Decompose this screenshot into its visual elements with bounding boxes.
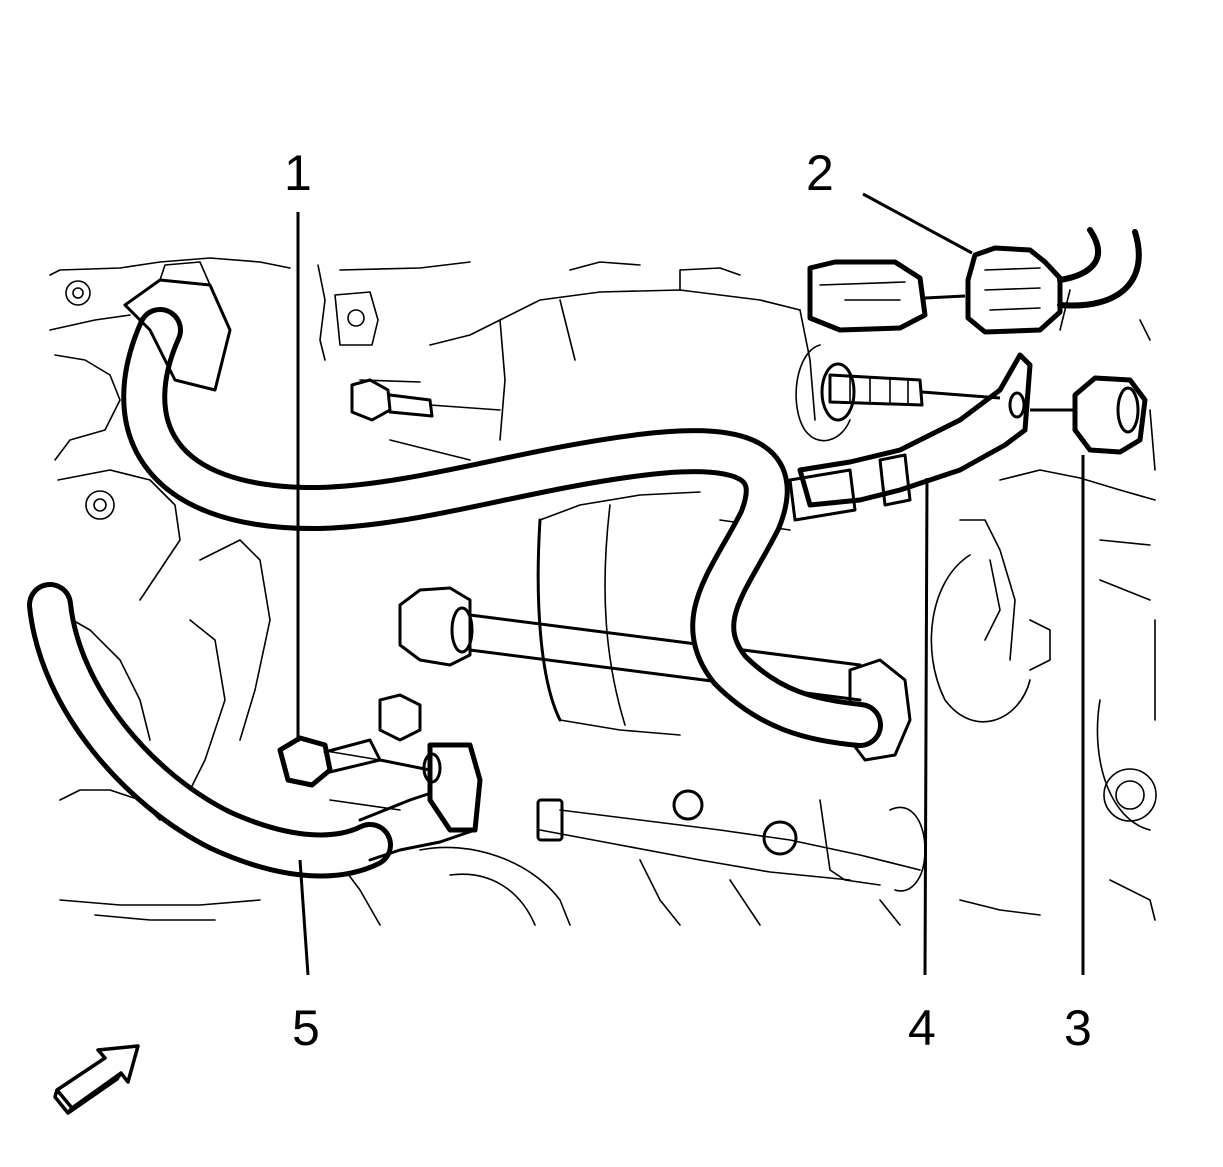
view-direction-arrow-icon — [53, 1044, 140, 1115]
callout-2: 2 — [806, 145, 834, 201]
callout-3: 3 — [1064, 1000, 1092, 1056]
callout-4-part — [788, 352, 1033, 522]
callout-5: 5 — [292, 1000, 320, 1056]
callout-3-part — [1030, 375, 1148, 455]
positive-battery-cable — [121, 261, 883, 748]
callout-2-part — [807, 227, 1142, 335]
callout-1: 1 — [284, 145, 312, 201]
starter-solenoid-wire — [27, 582, 393, 879]
engine-background-linework — [49, 257, 1157, 926]
callout-labels: 1 2 3 4 5 — [284, 145, 1092, 1056]
callout-4: 4 — [908, 1000, 936, 1056]
callout-5-part — [277, 735, 483, 862]
solenoid-terminal-stud — [828, 373, 1001, 407]
callout-leader-lines — [296, 192, 1085, 976]
